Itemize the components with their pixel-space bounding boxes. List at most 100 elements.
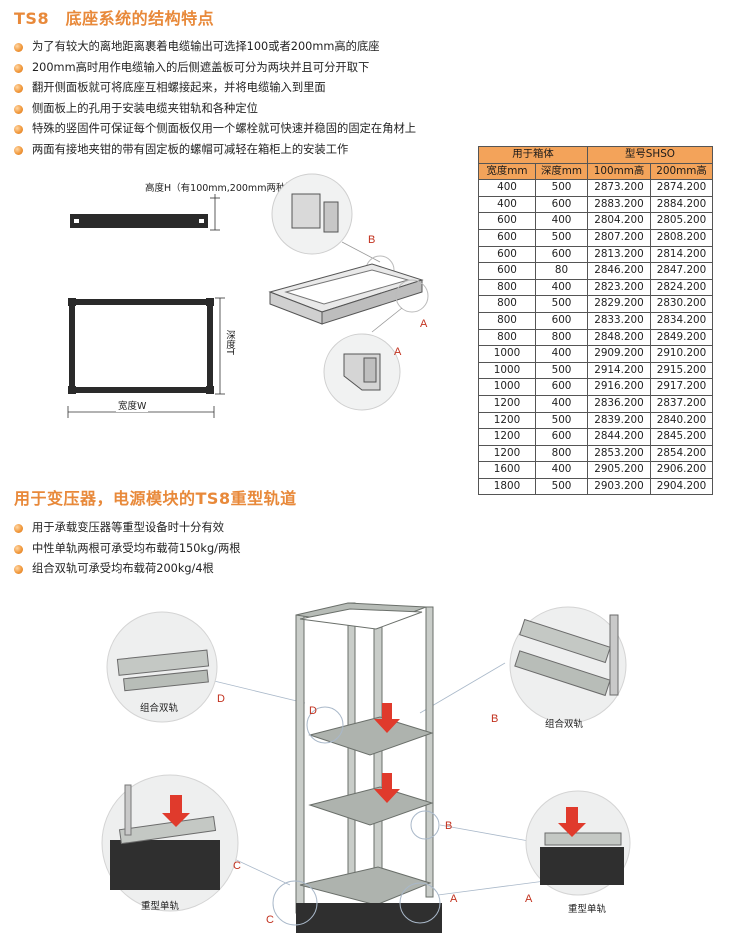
- callout-letter-a: A: [450, 893, 458, 905]
- callout-letter-d: D: [309, 705, 317, 717]
- table-cell: 2848.200: [587, 328, 651, 347]
- detail-label-heavy-rail: 重型单轨: [141, 901, 180, 912]
- table-cell: 600: [535, 195, 588, 214]
- table-cell: 2837.200: [650, 394, 713, 413]
- table-cell: 600: [478, 245, 536, 264]
- table-cell: 2833.200: [587, 311, 651, 330]
- table-cell: 2824.200: [650, 278, 713, 297]
- table-cell: 400: [478, 195, 536, 214]
- table-cell: 2807.200: [587, 228, 651, 247]
- callout-letter-a: A: [525, 893, 533, 905]
- base-drawing: [67, 194, 225, 418]
- callout-letter-b: B: [491, 713, 499, 725]
- table-cell: 2916.200: [587, 378, 651, 396]
- table-cell: 2845.200: [650, 428, 713, 446]
- table-cell: 2830.200: [650, 295, 713, 313]
- table-cell: 2836.200: [587, 394, 651, 413]
- table-cell: 400: [535, 345, 588, 363]
- list-item: 两面有接地夹钳的带有固定板的螺帽可减轻在箱柜上的安装工作: [14, 140, 416, 161]
- callout-letter-c: C: [233, 860, 241, 872]
- table-cell: 1200: [478, 411, 536, 430]
- callout-letter-b: B: [368, 234, 376, 246]
- table-cell: 500: [535, 411, 588, 430]
- callout-letter-a: A: [394, 346, 402, 358]
- list-item: 特殊的竖固件可保证每个侧面板仅用一个螺栓就可快速并稳固的固定在角材上: [14, 119, 416, 140]
- section2-title: 用于变压器，电源模块的TS8重型轨道: [14, 489, 297, 508]
- table-cell: 800: [535, 328, 588, 347]
- table-cell: 800: [535, 444, 588, 463]
- list-item: 中性单轨两根可承受均布载荷150kg/两根: [14, 539, 241, 560]
- table-cell: 400: [535, 394, 588, 413]
- table-cell: 800: [478, 278, 536, 297]
- table-cell: 2805.200: [650, 212, 713, 230]
- table-cell: 2804.200: [587, 212, 651, 230]
- table-cell: 600: [535, 378, 588, 396]
- table-cell: 500: [535, 179, 588, 197]
- table-group-header: 型号SHSO: [587, 146, 713, 164]
- table-cell: 600: [478, 212, 536, 230]
- table-cell: 1000: [478, 345, 536, 363]
- table-group-header: 用于箱体: [478, 146, 588, 164]
- table-cell: 600: [535, 311, 588, 330]
- table-cell: 2814.200: [650, 245, 713, 264]
- table-column-header: 200mm高: [650, 162, 713, 181]
- table-cell: 2854.200: [650, 444, 713, 463]
- table-cell: 500: [535, 361, 588, 380]
- height-label: 高度H（有100mm,200mm两种）: [145, 183, 295, 194]
- table-column-header: 宽度mm: [478, 162, 536, 181]
- table-cell: 500: [535, 228, 588, 247]
- list-item: 侧面板上的孔用于安装电缆夹钳轨和各种定位: [14, 99, 416, 120]
- table-cell: 2829.200: [587, 295, 651, 313]
- table-cell: 1200: [478, 394, 536, 413]
- table-column-header: 深度mm: [535, 162, 588, 181]
- list-item: 翻开侧面板就可将底座互相螺接起来，并将电缆输入到里面: [14, 78, 416, 99]
- table-cell: 600: [478, 228, 536, 247]
- table-cell: 1600: [478, 461, 536, 479]
- callout-letter-d: D: [217, 693, 225, 705]
- table-cell: 2905.200: [587, 461, 651, 479]
- table-cell: 2823.200: [587, 278, 651, 297]
- table-cell: 2906.200: [650, 461, 713, 479]
- table-cell: 2917.200: [650, 378, 713, 396]
- table-column-header: 100mm高: [587, 162, 651, 181]
- table-cell: 1800: [478, 477, 536, 496]
- section2-bullet-list: 用于承载变压器等重型设备时十分有效 中性单轨两根可承受均布载荷150kg/两根 …: [14, 518, 241, 580]
- callout-letter-c: C: [266, 914, 274, 926]
- table-cell: 500: [535, 295, 588, 313]
- table-cell: 400: [535, 212, 588, 230]
- table-cell: 1000: [478, 378, 536, 396]
- table-cell: 1000: [478, 361, 536, 380]
- table-cell: 2853.200: [587, 444, 651, 463]
- table-cell: 2883.200: [587, 195, 651, 214]
- detail-label-heavy-rail: 重型单轨: [568, 904, 607, 915]
- table-cell: 2808.200: [650, 228, 713, 247]
- table-cell: 800: [478, 328, 536, 347]
- list-item: 为了有较大的离地距离裹着电缆输出可选择100或者200mm高的底座: [14, 37, 416, 58]
- rack-figure: [101, 602, 631, 933]
- table-cell: 2884.200: [650, 195, 713, 214]
- table-cell: 2844.200: [587, 428, 651, 446]
- table-cell: 2915.200: [650, 361, 713, 380]
- table-cell: 2839.200: [587, 411, 651, 430]
- table-cell: 2914.200: [587, 361, 651, 380]
- callout-letter-b: B: [445, 820, 453, 832]
- table-cell: 600: [478, 262, 536, 280]
- table-cell: 1200: [478, 444, 536, 463]
- depth-label: 深度T: [224, 330, 235, 355]
- table-cell: 600: [535, 245, 588, 264]
- table-cell: 2849.200: [650, 328, 713, 347]
- table-cell: 80: [535, 262, 588, 280]
- table-cell: 2910.200: [650, 345, 713, 363]
- list-item: 200mm高时用作电缆输入的后侧遮盖板可分为两块并且可分开取下: [14, 58, 416, 79]
